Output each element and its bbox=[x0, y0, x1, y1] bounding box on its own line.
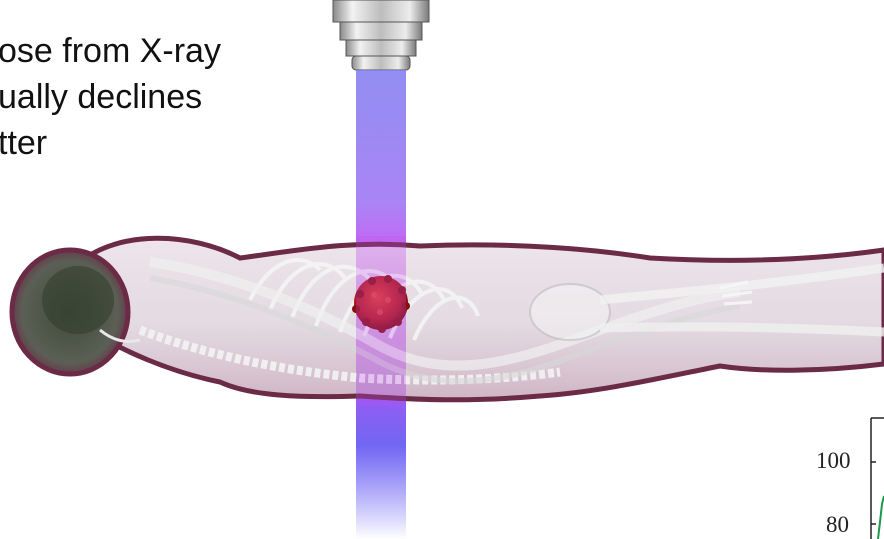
human-body-skeleton-icon bbox=[12, 238, 884, 400]
partial-chart: 100 80 bbox=[800, 400, 884, 539]
y-tick-label: 80 bbox=[826, 512, 849, 538]
xray-source-icon bbox=[333, 0, 429, 70]
y-tick-label: 100 bbox=[816, 448, 851, 474]
